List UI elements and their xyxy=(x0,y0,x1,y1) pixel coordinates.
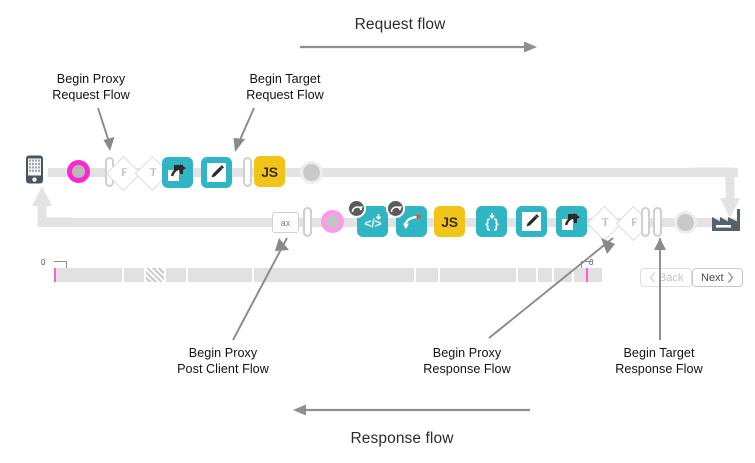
ax-chip-label: ax xyxy=(280,217,291,228)
chevron-left-icon xyxy=(649,272,655,283)
xml-payload-icon: </> xyxy=(364,213,381,230)
response-flow-title: Response flow xyxy=(350,430,454,447)
timeline-end-caliper-h xyxy=(581,261,593,262)
policy-service-callout-tile-2[interactable] xyxy=(556,206,587,237)
javascript-label: JS xyxy=(441,213,458,230)
annotation-begin-target-request: Begin Target Request Flow xyxy=(246,72,324,102)
condition-label: F xyxy=(121,167,128,179)
annotation-arrow-begin-target-response xyxy=(654,238,666,340)
annotation-arrow-begin-proxy-response xyxy=(488,237,615,339)
response-rail xyxy=(38,218,738,227)
flow-boundary-5[interactable] xyxy=(653,207,662,237)
svg-text:</>: </> xyxy=(364,216,381,230)
policy-assign-message-tile-2[interactable] xyxy=(516,206,547,237)
request-rail xyxy=(48,168,738,177)
condition-label: T xyxy=(601,217,609,229)
timeline-segment[interactable] xyxy=(574,268,586,282)
response-rail-elbow xyxy=(32,186,72,227)
back-button-label: Back xyxy=(659,271,684,284)
timeline-segment[interactable] xyxy=(56,268,122,282)
request-flow-arrow xyxy=(300,41,537,53)
target-response-start-node[interactable] xyxy=(677,214,694,231)
attach-badge-icon-1[interactable] xyxy=(347,199,366,218)
timeline-marker-end[interactable] xyxy=(586,268,588,282)
mobile-phone-icon xyxy=(26,155,43,184)
request-rail-elbow xyxy=(690,167,740,218)
annotation-arrow-begin-proxy-post-client xyxy=(232,237,289,341)
response-flow-arrow xyxy=(293,404,530,416)
flow-boundary-4[interactable] xyxy=(641,207,650,237)
service-callout-icon xyxy=(562,212,580,230)
timeline-start-label: 0 xyxy=(41,258,46,267)
timeline-segment[interactable] xyxy=(166,268,186,282)
annotation-arrow-begin-target-request xyxy=(233,107,255,152)
policy-javascript-tile-2[interactable]: JS xyxy=(434,206,465,237)
flow-boundary-3[interactable] xyxy=(303,207,312,237)
annotation-arrow-begin-proxy-request xyxy=(97,107,115,151)
next-button-label: Next xyxy=(701,271,724,284)
timeline-segment[interactable] xyxy=(254,268,414,282)
policy-json-payload-tile[interactable]: { } xyxy=(476,206,507,237)
timeline-segment[interactable] xyxy=(124,268,144,282)
policy-assign-message-tile[interactable] xyxy=(201,157,232,188)
policy-javascript-tile[interactable]: JS xyxy=(254,156,285,187)
assign-message-icon xyxy=(207,163,226,182)
svg-text:{ }: { } xyxy=(485,216,499,231)
next-button[interactable]: Next xyxy=(692,268,743,287)
timeline-segment[interactable] xyxy=(518,268,536,282)
annotation-begin-proxy-response: Begin Proxy Response Flow xyxy=(423,346,511,376)
factory-server-icon xyxy=(712,209,740,231)
proxy-postclient-start-node[interactable] xyxy=(321,210,344,233)
timeline-segment[interactable] xyxy=(440,268,516,282)
timeline-segment[interactable] xyxy=(554,268,572,282)
timeline-segment[interactable] xyxy=(588,268,602,282)
back-button[interactable]: Back xyxy=(640,268,693,287)
request-flow-title: Request flow xyxy=(354,16,446,33)
target-request-end-node[interactable] xyxy=(303,164,320,181)
annotation-begin-proxy-request: Begin Proxy Request Flow xyxy=(52,72,130,102)
timeline-marker-start[interactable] xyxy=(54,268,56,282)
timeline-segment-pending[interactable] xyxy=(146,268,164,282)
timeline-segment[interactable] xyxy=(188,268,252,282)
timeline-start-caliper-h xyxy=(54,261,67,262)
timeline-segment[interactable] xyxy=(538,268,552,282)
proxy-request-start-node[interactable] xyxy=(67,160,90,183)
policy-ax-chip[interactable]: ax xyxy=(272,212,299,233)
json-payload-icon: { } xyxy=(485,213,499,231)
raise-fault-icon xyxy=(402,214,420,229)
annotation-begin-proxy-post-client: Begin Proxy Post Client Flow xyxy=(177,346,269,376)
timeline-end-label: 0 xyxy=(589,258,594,267)
assign-message-icon xyxy=(522,212,541,231)
annotation-begin-target-response: Begin Target Response Flow xyxy=(615,346,703,376)
policy-raise-fault-tile[interactable] xyxy=(396,206,427,237)
timeline-track[interactable] xyxy=(52,268,632,282)
return-arrow-icon xyxy=(390,206,402,213)
chevron-right-icon xyxy=(727,272,733,283)
attach-badge-icon-2[interactable] xyxy=(386,199,405,218)
timeline-start-caliper-v xyxy=(66,261,67,268)
return-arrow-icon xyxy=(351,206,363,213)
policy-service-callout-tile[interactable] xyxy=(162,157,193,188)
javascript-label: JS xyxy=(261,163,278,180)
timeline-segment[interactable] xyxy=(416,268,438,282)
flow-boundary-2[interactable] xyxy=(243,157,252,187)
service-callout-icon xyxy=(168,163,186,181)
